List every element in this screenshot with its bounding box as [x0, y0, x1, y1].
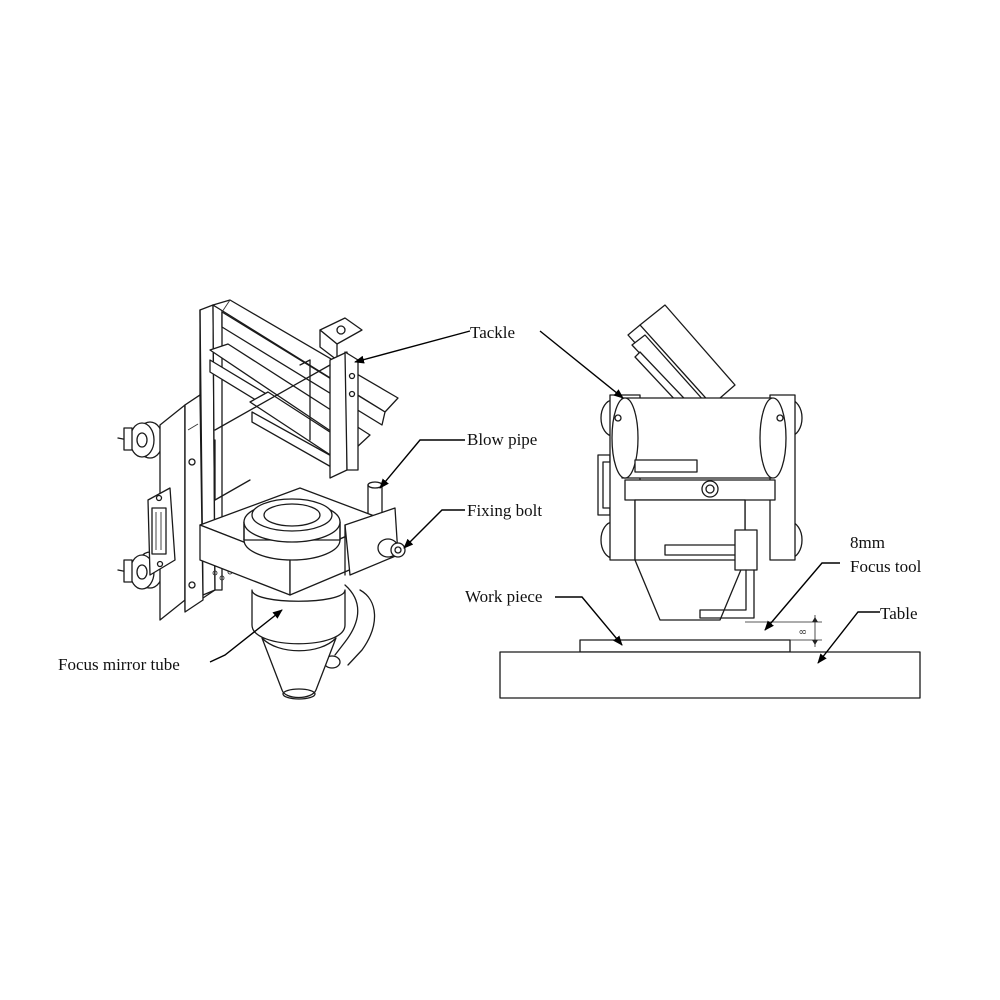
focus-mirror-tube	[251, 589, 346, 700]
lens-ring	[243, 498, 341, 561]
label-fixing-bolt: Fixing bolt	[467, 501, 542, 520]
label-table: Table	[880, 604, 918, 623]
tackle-bracket	[299, 317, 363, 479]
label-focus-mirror-tube: Focus mirror tube	[58, 655, 180, 674]
callout-labels: Tackle Blow pipe Fixing bolt Focus mirro…	[58, 323, 922, 674]
label-focus-tool-size: 8mm	[850, 533, 885, 552]
gap-dimension-label: 8	[798, 629, 808, 634]
top-beam	[209, 299, 399, 469]
front-nozzle	[634, 499, 758, 621]
roller-top	[117, 421, 164, 459]
laser-head-front-view: 8	[499, 304, 921, 699]
work-piece	[579, 639, 791, 653]
fixing-bolt	[377, 538, 406, 558]
front-collar	[624, 459, 776, 561]
side-mount-plate	[147, 404, 186, 621]
focus-gap-dimension: 8	[745, 615, 822, 647]
label-focus-tool: Focus tool	[850, 557, 922, 576]
laser-head-isometric-view	[117, 299, 406, 700]
work-table	[499, 651, 921, 699]
label-work-piece: Work piece	[465, 587, 542, 606]
leader-lines	[209, 330, 880, 664]
inner-frame	[214, 364, 331, 501]
label-blow-pipe: Blow pipe	[467, 430, 537, 449]
label-tackle: Tackle	[470, 323, 515, 342]
